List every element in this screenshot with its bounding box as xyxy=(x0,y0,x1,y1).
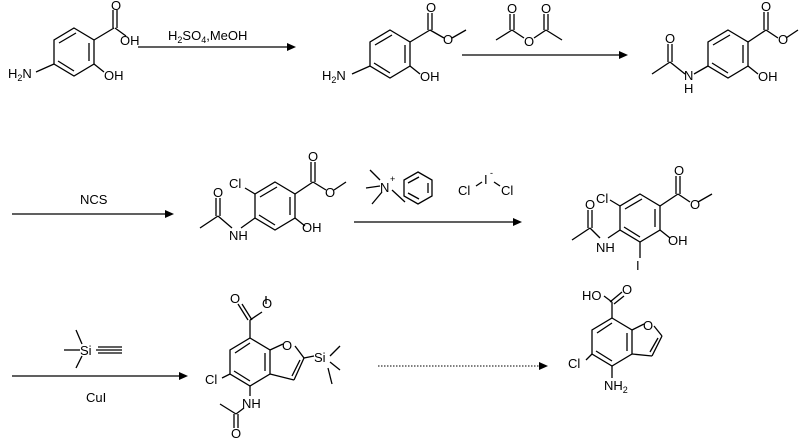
c5-chloro-label: Cl xyxy=(596,191,608,206)
compound-methyl-4-acetamidosalicylate xyxy=(651,12,799,79)
c6-ester-ether-o: O xyxy=(262,296,272,311)
reagent-h2so4-meoh: H2SO4,MeOH xyxy=(168,28,247,45)
compound-chlorinated-ester xyxy=(199,162,347,231)
c1-acid-oh-label: OH xyxy=(120,33,140,48)
reagent-cui: CuI xyxy=(86,390,106,405)
tms-si-label: Si xyxy=(80,343,92,358)
c7-chloro-label: Cl xyxy=(568,356,580,371)
c2-ester-ether-o: O xyxy=(443,32,453,47)
reaction-arrow-5-head xyxy=(179,372,188,380)
ac2o-o2: O xyxy=(524,34,534,49)
c6-acyl-o: O xyxy=(231,426,241,440)
compound-iodinated-ester xyxy=(571,176,713,258)
c6-ester-carbonyl-o: O xyxy=(230,291,240,306)
c6-chloro-label: Cl xyxy=(205,372,217,387)
c7-acid-carbonyl-o: O xyxy=(622,282,632,297)
c7-amine-label: NH2 xyxy=(604,378,628,395)
icl2-cl2-label: Cl xyxy=(501,183,513,198)
c4-phenol-label: OH xyxy=(302,220,322,235)
compound-aminochlorobenzofuran-acid xyxy=(585,291,663,378)
reaction-arrow-2-head xyxy=(619,51,628,59)
reagent-ncs: NCS xyxy=(80,192,108,207)
c3-amide-h: H xyxy=(684,81,693,96)
c3-amide-n: N xyxy=(684,68,693,83)
ac2o-o3: O xyxy=(541,1,551,16)
c4-chloro-label: Cl xyxy=(229,176,241,191)
icl2-cl1-label: Cl xyxy=(458,183,470,198)
reagent-acetic-anhydride xyxy=(495,14,563,41)
c2-amine-label: H2N xyxy=(322,68,346,85)
c5-phenol-label: OH xyxy=(668,233,688,248)
c2-phenol-label: OH xyxy=(420,69,440,84)
reaction-arrow-4-head xyxy=(513,218,522,226)
reagent-btma-icl2 xyxy=(365,169,501,205)
c3-ester-ether-o: O xyxy=(778,32,788,47)
compound-4-aminosalicylic-acid xyxy=(35,10,127,77)
compound-tms-benzofuran xyxy=(219,296,341,428)
c1-phenol-label: OH xyxy=(104,68,124,83)
c4-ester-ether-o: O xyxy=(325,185,335,200)
c4-ester-carbonyl-o: O xyxy=(308,149,318,164)
c5-acyl-o: O xyxy=(585,197,595,212)
reaction-arrow-6-head xyxy=(539,362,548,370)
reaction-arrow-3-head xyxy=(165,210,174,218)
icl2-minus-label: - xyxy=(490,168,493,178)
c4-amide-nh: NH xyxy=(229,228,248,243)
c3-ester-carbonyl-o: O xyxy=(761,0,771,14)
c6-furan-o: O xyxy=(282,338,292,353)
c3-phenol-label: OH xyxy=(758,69,778,84)
btma-n-label: N xyxy=(380,180,389,195)
btma-plus-label: + xyxy=(390,174,395,184)
c1-amine-label: H2N xyxy=(8,66,32,83)
c6-si-label: Si xyxy=(314,350,326,365)
c5-ester-ether-o: O xyxy=(690,197,700,212)
c7-hydroxyl-label: HO xyxy=(582,288,602,303)
c2-ester-carbonyl-o: O xyxy=(426,0,436,15)
reaction-arrow-1-head xyxy=(287,43,296,51)
ac2o-o1: O xyxy=(507,1,517,16)
compound-methyl-4-aminosalicylate xyxy=(351,13,467,79)
c4-acyl-o: O xyxy=(213,185,223,200)
c1-acid-o-label: O xyxy=(111,0,121,13)
c5-amide-nh: NH xyxy=(596,240,615,255)
c3-acyl-o: O xyxy=(665,31,675,46)
reagent-tms-acetylene xyxy=(64,329,122,369)
icl2-i-label: I xyxy=(484,172,488,187)
c6-amide-nh: NH xyxy=(242,396,261,411)
c7-furan-o: O xyxy=(643,318,653,333)
c5-ester-carbonyl-o: O xyxy=(674,163,684,178)
c5-iodo-label: I xyxy=(636,258,640,273)
